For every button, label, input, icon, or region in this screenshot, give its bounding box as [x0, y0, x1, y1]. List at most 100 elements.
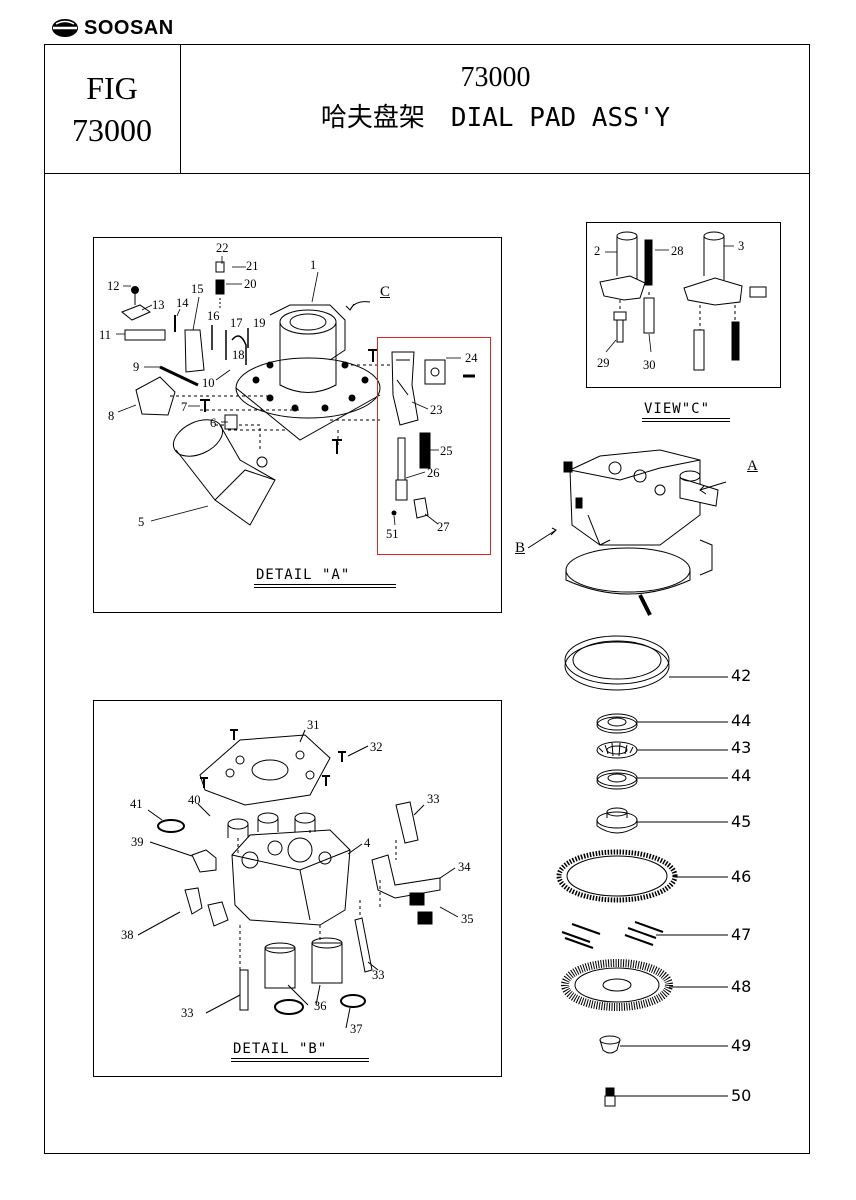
part-label-7: 7	[181, 400, 188, 414]
part-label-9: 9	[133, 360, 140, 374]
part-label-47: 47	[731, 925, 752, 944]
part-42-ring	[564, 635, 670, 691]
part-27-drawing	[413, 497, 429, 519]
part-47-blades	[561, 921, 664, 949]
part-13-drawing	[121, 304, 152, 321]
part-label-19: 19	[253, 316, 266, 330]
part-label-20: 20	[244, 277, 257, 291]
part-label-35: 35	[461, 912, 474, 926]
part-label-32: 32	[370, 740, 383, 754]
detail-a-underline	[254, 584, 396, 585]
marker-b: B	[515, 540, 526, 556]
title-name: 哈夫盘架 DIAL PAD ASS'Y	[320, 103, 671, 133]
part-37-ring-b	[340, 994, 366, 1008]
part-8-drawing	[135, 376, 176, 416]
part-label-31: 31	[307, 718, 320, 732]
part-label-17: 17	[230, 316, 243, 330]
part-label-33-top: 33	[427, 792, 440, 806]
part-label-48: 48	[731, 977, 752, 996]
part-11-drawing	[124, 329, 166, 341]
part-label-18: 18	[232, 348, 245, 362]
part-1-drawing	[235, 304, 381, 441]
part-3-drawing	[683, 231, 743, 306]
part-label-37: 37	[350, 1022, 363, 1036]
part-30-drawing	[643, 297, 655, 334]
soosan-logo: SOOSAN	[50, 16, 174, 40]
part-label-28: 28	[671, 244, 684, 258]
detail-a-caption: DETAIL "A"	[256, 567, 351, 583]
detail-a-panel	[93, 237, 502, 613]
part-4-block	[231, 829, 351, 926]
soosan-logo-icon	[52, 19, 78, 37]
part-label-4: 4	[364, 836, 371, 850]
fig-box: FIG 73000	[44, 44, 181, 174]
part-label-15: 15	[191, 282, 204, 296]
drawing-frame	[44, 44, 810, 1154]
fig-number: 73000	[72, 112, 152, 148]
header-divider	[44, 173, 810, 174]
part-label-13: 13	[152, 298, 165, 312]
part-label-12: 12	[107, 279, 120, 293]
detail-a-underline-2	[254, 587, 396, 588]
detail-b-caption: DETAIL "B"	[233, 1041, 328, 1057]
part-label-26: 26	[427, 466, 440, 480]
part-label-41: 41	[130, 797, 143, 811]
part-33-bolt-top	[395, 801, 419, 844]
part-25-drawing	[419, 432, 431, 469]
view-c-panel	[586, 222, 781, 388]
part-49-nut	[599, 1035, 621, 1054]
part-15-drawing	[184, 329, 205, 373]
part-23-drawing	[391, 351, 419, 426]
view-c-marker: C	[380, 284, 391, 300]
part-label-39: 39	[131, 835, 144, 849]
part-label-38: 38	[121, 928, 134, 942]
part-label-43: 43	[731, 738, 752, 757]
part-label-6: 6	[210, 416, 217, 430]
part-label-33-right: 33	[372, 968, 385, 982]
detail-b-underline	[231, 1058, 369, 1059]
part-label-42: 42	[731, 666, 752, 685]
part-label-24: 24	[465, 351, 478, 365]
part-label-49: 49	[731, 1036, 752, 1055]
part-label-10: 10	[202, 376, 215, 390]
part-label-34: 34	[458, 860, 471, 874]
part-37-ring-a	[274, 999, 304, 1015]
part-label-8: 8	[108, 409, 115, 423]
part-label-27: 27	[437, 520, 450, 534]
part-34-bracket	[371, 854, 441, 899]
view-c-underline	[642, 418, 730, 419]
part-label-30: 30	[643, 358, 656, 372]
part-label-1: 1	[310, 258, 317, 272]
part-36-bushing-b	[311, 942, 343, 984]
brand-name: SOOSAN	[84, 16, 174, 39]
part-label-40: 40	[188, 793, 201, 807]
view-c-underline-2	[642, 421, 730, 422]
part-label-46: 46	[731, 867, 752, 886]
part-2-drawing	[599, 231, 646, 301]
part-9-drawing	[159, 365, 199, 387]
part-label-44-top: 44	[731, 711, 752, 730]
part-label-2: 2	[594, 244, 601, 258]
part-44-washer-top	[596, 713, 638, 734]
view-c-caption: VIEW"C"	[644, 401, 711, 417]
part-label-29: 29	[597, 356, 610, 370]
part-label-50: 50	[731, 1086, 752, 1105]
part-31-plate	[199, 734, 331, 806]
part-label-22: 22	[216, 241, 229, 255]
part-43-bearing	[596, 741, 638, 759]
highlight-box	[377, 337, 491, 555]
part-label-51: 51	[386, 527, 399, 541]
part-label-16: 16	[207, 309, 220, 323]
part-label-33-left: 33	[181, 1006, 194, 1020]
part-46-gear	[556, 849, 678, 903]
part-label-11: 11	[99, 328, 112, 342]
part-label-45: 45	[731, 812, 752, 831]
part-label-5: 5	[138, 515, 145, 529]
part-36-bushing-a	[264, 947, 296, 989]
part-label-3: 3	[738, 239, 745, 253]
detail-b-underline-2	[231, 1061, 369, 1062]
part-label-14: 14	[176, 296, 189, 310]
part-label-25: 25	[440, 444, 453, 458]
part-50-screw	[604, 1087, 616, 1107]
part-label-21: 21	[246, 259, 259, 273]
